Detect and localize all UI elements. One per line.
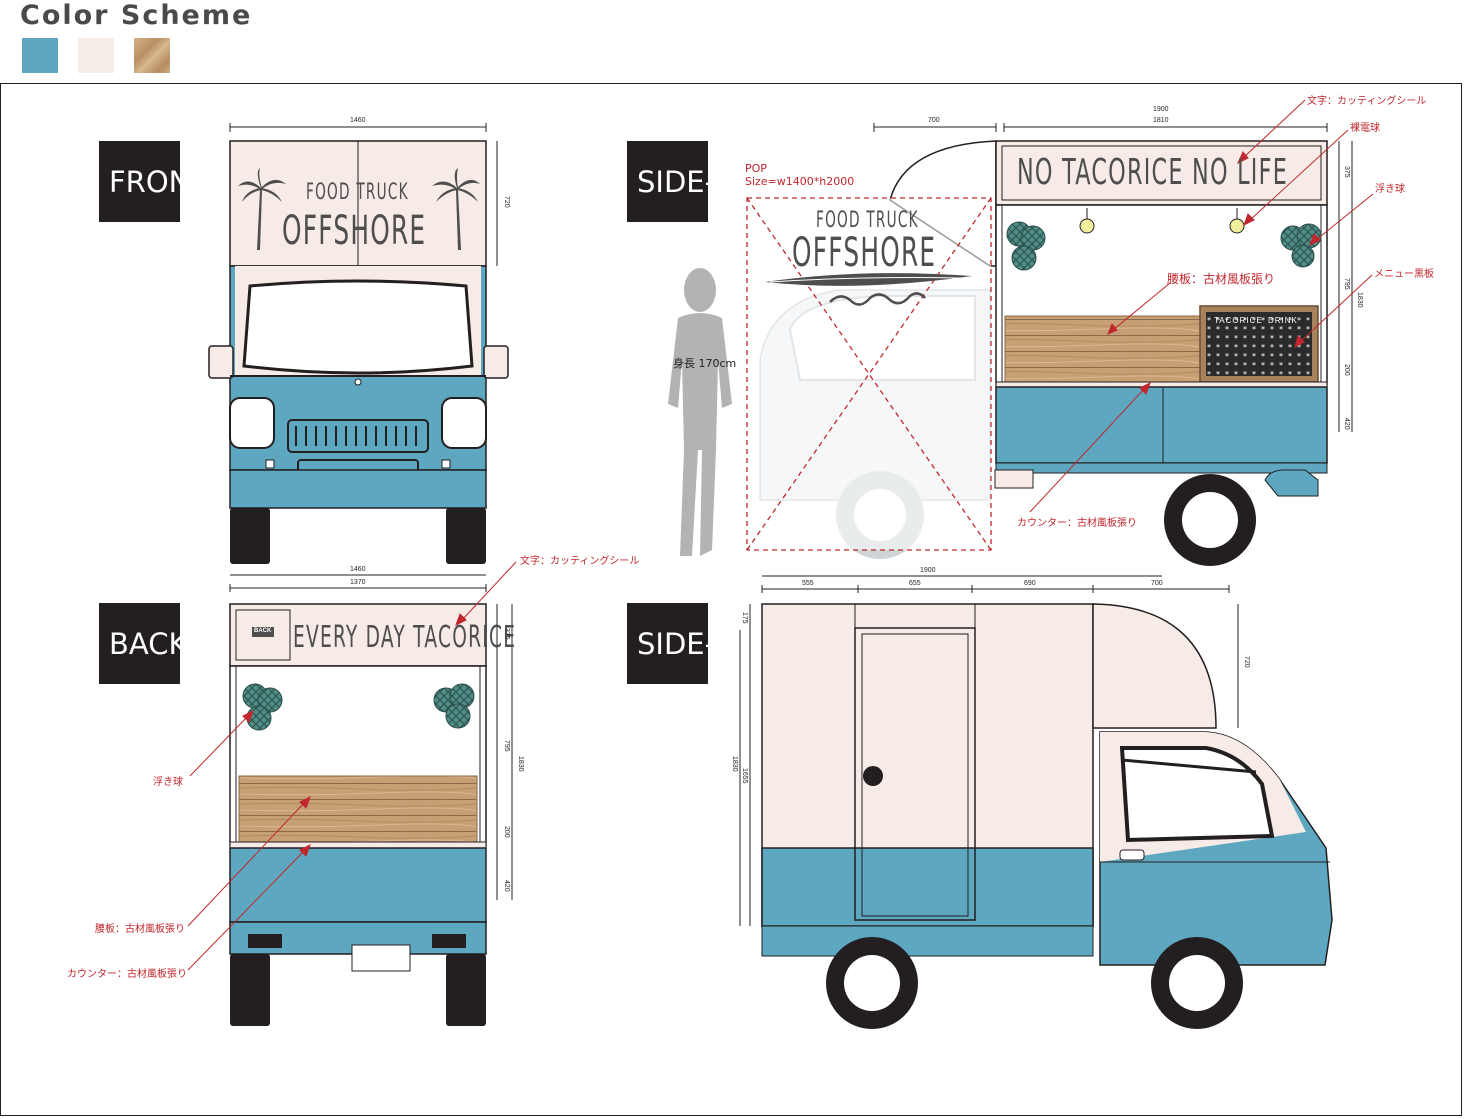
back-view [187,561,517,1026]
side-sign-text: NO TACORICE NO LIFE [1017,152,1289,193]
menu-board-right: DRINK [1268,316,1298,325]
annotation-bare-bulb: 裸電球 [1350,123,1380,134]
annotation-cutting-seal-top: 文字：カッティングシール [1307,96,1427,107]
front-sign-line2: OFFSHORE [282,208,427,254]
dim-side-cab: 700 [928,117,940,124]
dim-back-h-total: 1830 [517,756,524,772]
annotation-menu-board: メニュー黒板 [1374,269,1434,280]
swatch-blue [22,38,58,73]
dim-side-h1: 375 [1343,166,1350,178]
dim-back-h1: 375 [503,628,510,640]
side-view-label-top: SIDE- [627,141,708,222]
float-ball-icons [1006,221,1322,271]
dim-back-h2: 795 [503,740,510,752]
dim-side-h2: 795 [1343,278,1350,290]
bare-bulb-icons [1079,208,1245,234]
side-view-top [668,99,1374,566]
dim-bottom-d2: 655 [909,580,921,587]
dim-front-width: 1460 [350,117,366,124]
palm-icon-left [238,168,286,250]
pop-title: POP [745,162,767,175]
person-silhouette [668,268,732,556]
dim-side-box-inner: 1810 [1153,117,1169,124]
side-view-label-bottom: SIDE- [627,603,708,684]
dim-side-h3: 200 [1343,364,1350,376]
dim-bottom-h-total: 1830 [731,756,738,772]
front-view-label: FRON [99,141,180,222]
back-view-label: BACK [99,603,180,684]
color-scheme-title: Color Scheme [20,0,253,31]
annotation-waist-board-top: 腰板：古材風板張り [1167,272,1276,286]
dim-side-h-total: 1830 [1356,292,1363,308]
dim-side-h4: 420 [1343,418,1350,430]
dim-bottom-d1: 555 [802,580,814,587]
front-view [208,123,509,564]
menu-board-left: TACORICE [1214,316,1263,325]
annotation-cutting-seal-back: 文字：カッティングシール [520,556,640,567]
swatch-cream [78,38,114,73]
back-badge: BACK [254,628,272,634]
dim-bottom-d4: 700 [1151,580,1163,587]
back-sign-text: EVERY DAY TACORICE [293,620,517,655]
dim-back-h4: 420 [503,880,510,892]
dim-bottom-h-door: 1655 [741,768,748,784]
side-view-bottom [739,575,1333,1029]
dim-front-height: 720 [503,196,510,208]
dim-back-w2: 1370 [350,579,366,586]
swatch-wood [134,38,170,73]
pop-size: Size=w1400*h2000 [745,175,855,188]
pop-sign-line1: FOOD TRUCK [816,208,919,233]
dim-bottom-h-cab: 720 [1243,656,1250,668]
person-height-label: 身長 170cm [673,357,737,370]
palm-icon-right [432,168,480,250]
dim-bottom-total: 1900 [920,567,936,574]
dim-back-w1: 1460 [350,566,366,573]
dim-side-box-total: 1900 [1153,106,1169,113]
annotation-counter-top: カウンター：古材風板張り [1017,518,1137,529]
dim-bottom-d3: 690 [1024,580,1036,587]
drawing-frame [0,83,1462,1116]
pop-sign-line2: OFFSHORE [792,230,937,276]
dim-bottom-h-top: 175 [741,612,748,624]
annotation-float-ball-back: 浮き球 [153,777,183,788]
dim-back-h3: 200 [503,826,510,838]
annotation-counter-back: カウンター：古材風板張り [67,969,187,980]
annotation-float-ball-top: 浮き球 [1375,184,1405,195]
front-sign-line1: FOOD TRUCK [306,180,409,205]
annotation-waist-board-back: 腰板：古材風板張り [95,924,185,935]
